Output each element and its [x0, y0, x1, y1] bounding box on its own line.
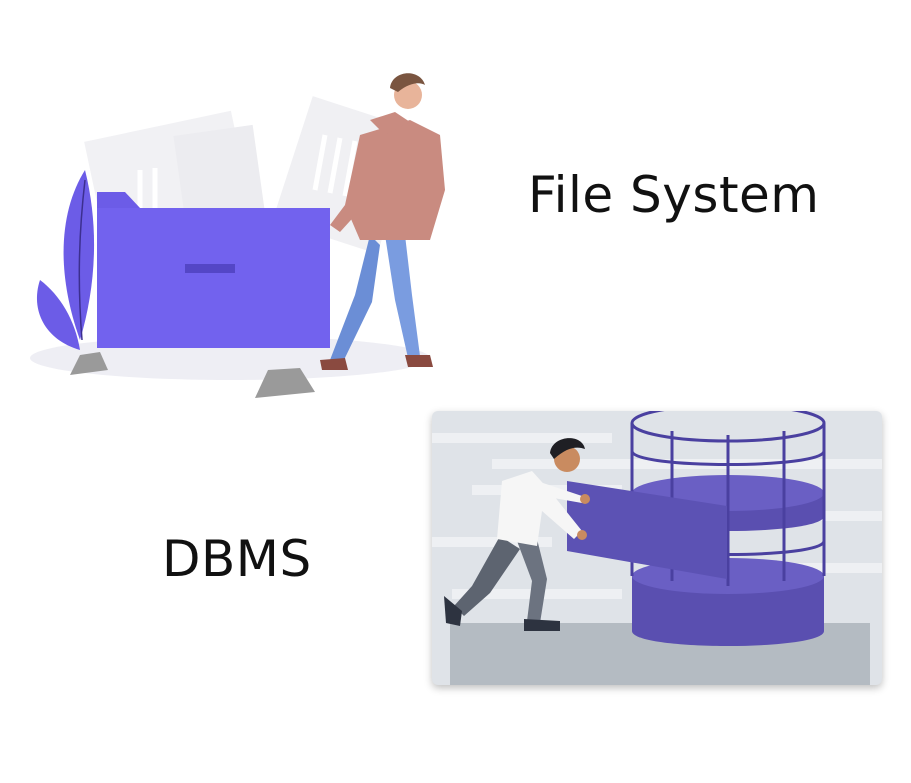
- dbms-label: DBMS: [162, 530, 312, 588]
- rock-icon: [70, 352, 108, 375]
- dbms-illustration: [432, 411, 882, 685]
- leaf-plant-icon: [36, 170, 95, 350]
- folder-icon: [97, 192, 330, 348]
- dbms-illustration-card: [432, 411, 882, 685]
- rock-icon: [255, 368, 315, 398]
- file-system-illustration: [30, 73, 445, 398]
- person-icon: [444, 438, 590, 631]
- file-system-label: File System: [528, 166, 820, 224]
- person-icon: [320, 73, 445, 370]
- database-drawer: [567, 481, 727, 579]
